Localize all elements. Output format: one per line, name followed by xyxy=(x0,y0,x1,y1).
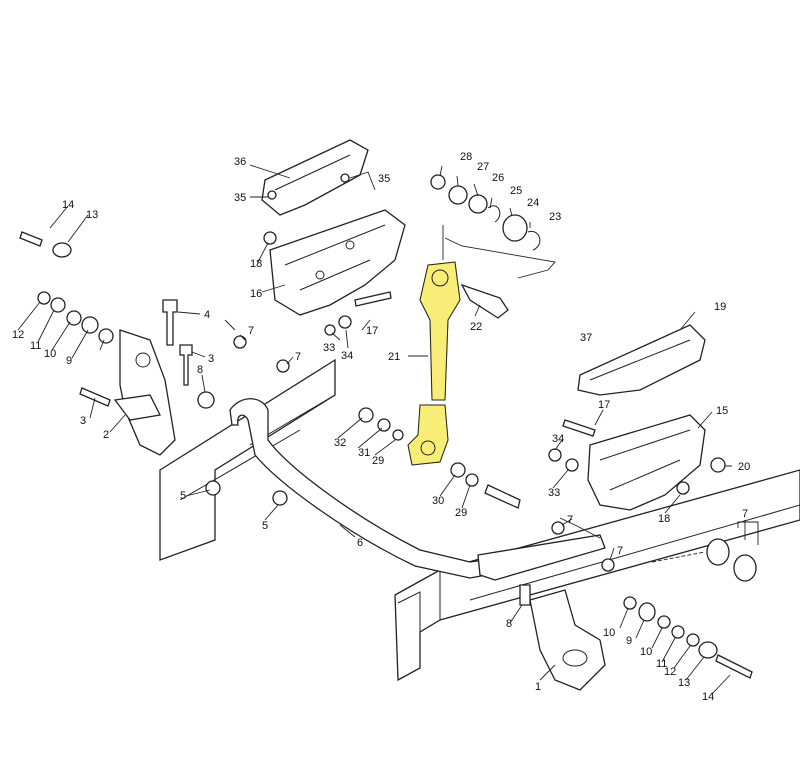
callout-12-right: 12 xyxy=(664,666,676,678)
callout-20: 20 xyxy=(738,461,750,473)
callout-13-left: 13 xyxy=(86,209,98,221)
callout-11-left: 11 xyxy=(30,340,41,352)
callout-30: 30 xyxy=(432,495,444,507)
top-right-bracket-37 xyxy=(577,324,706,396)
callout-29-left: 29 xyxy=(372,455,384,467)
callout-15: 15 xyxy=(716,405,728,417)
link-21-highlighted xyxy=(407,261,461,466)
callout-21: 21 xyxy=(388,351,400,363)
callout-14-left: 14 xyxy=(62,199,74,211)
callout-16: 16 xyxy=(250,288,262,300)
callout-27: 27 xyxy=(477,161,489,173)
callout-23: 23 xyxy=(549,211,561,223)
callout-32: 32 xyxy=(334,437,346,449)
callout-8-right: 8 xyxy=(506,618,512,630)
right-bracket-15 xyxy=(587,414,706,511)
callout-7-d: 7 xyxy=(617,545,623,557)
callout-29-right: 29 xyxy=(455,507,467,519)
callout-31: 31 xyxy=(358,447,370,459)
callout-1: 1 xyxy=(535,681,541,693)
callout-33-right: 33 xyxy=(548,487,560,499)
callout-4: 4 xyxy=(204,309,210,321)
callout-19: 19 xyxy=(714,301,726,313)
callout-34-right: 34 xyxy=(552,433,564,445)
callout-17-right: 17 xyxy=(598,399,610,411)
callout-9-left: 9 xyxy=(66,355,72,367)
callout-12-left: 12 xyxy=(12,329,24,341)
callout-28: 28 xyxy=(460,151,472,163)
callout-10-right-a: 10 xyxy=(603,627,615,639)
left-bracket xyxy=(113,329,176,456)
callout-14-right: 14 xyxy=(702,691,714,703)
callout-22: 22 xyxy=(470,321,482,333)
leader-lines xyxy=(17,164,759,695)
callout-25: 25 xyxy=(510,185,522,197)
right-lower-bracket xyxy=(477,534,606,691)
callout-26: 26 xyxy=(492,172,504,184)
callout-10-right-b: 10 xyxy=(640,646,652,658)
callout-37: 37 xyxy=(580,332,592,344)
callout-18-upper: 18 xyxy=(250,258,262,270)
callout-34-upper: 34 xyxy=(341,350,353,362)
upper-frame-rail xyxy=(159,358,336,561)
callout-7-c: 7 xyxy=(567,514,573,526)
callout-33-upper: 33 xyxy=(323,342,335,354)
callout-10-left: 10 xyxy=(44,348,56,360)
callout-35-left: 35 xyxy=(234,192,246,204)
upper-bracket-16 xyxy=(269,209,406,316)
callout-6: 6 xyxy=(357,537,363,549)
callout-5-right: 5 xyxy=(262,520,268,532)
callout-24: 24 xyxy=(527,197,539,209)
callout-17-upper: 17 xyxy=(366,325,378,337)
callout-9-right: 9 xyxy=(626,635,632,647)
callout-3-left: 3 xyxy=(80,415,86,427)
callout-7-b: 7 xyxy=(295,351,301,363)
callout-5-left: 5 xyxy=(180,490,186,502)
callout-18-right: 18 xyxy=(658,513,670,525)
callout-2: 2 xyxy=(103,429,109,441)
callout-labels: 1 2 3 3 4 5 5 6 7 7 7 7 7 8 8 9 9 10 10 … xyxy=(12,151,750,703)
callout-13-right: 13 xyxy=(678,677,690,689)
callout-36: 36 xyxy=(234,156,246,168)
callout-35-right: 35 xyxy=(378,173,390,185)
callout-7-a: 7 xyxy=(248,325,254,337)
callout-7-e: 7 xyxy=(742,508,748,520)
callout-11-right: 11 xyxy=(656,658,667,670)
hardware xyxy=(19,173,757,679)
callout-8-left: 8 xyxy=(197,364,203,376)
callout-3-upper: 3 xyxy=(208,353,214,365)
top-bracket-36 xyxy=(261,139,369,216)
